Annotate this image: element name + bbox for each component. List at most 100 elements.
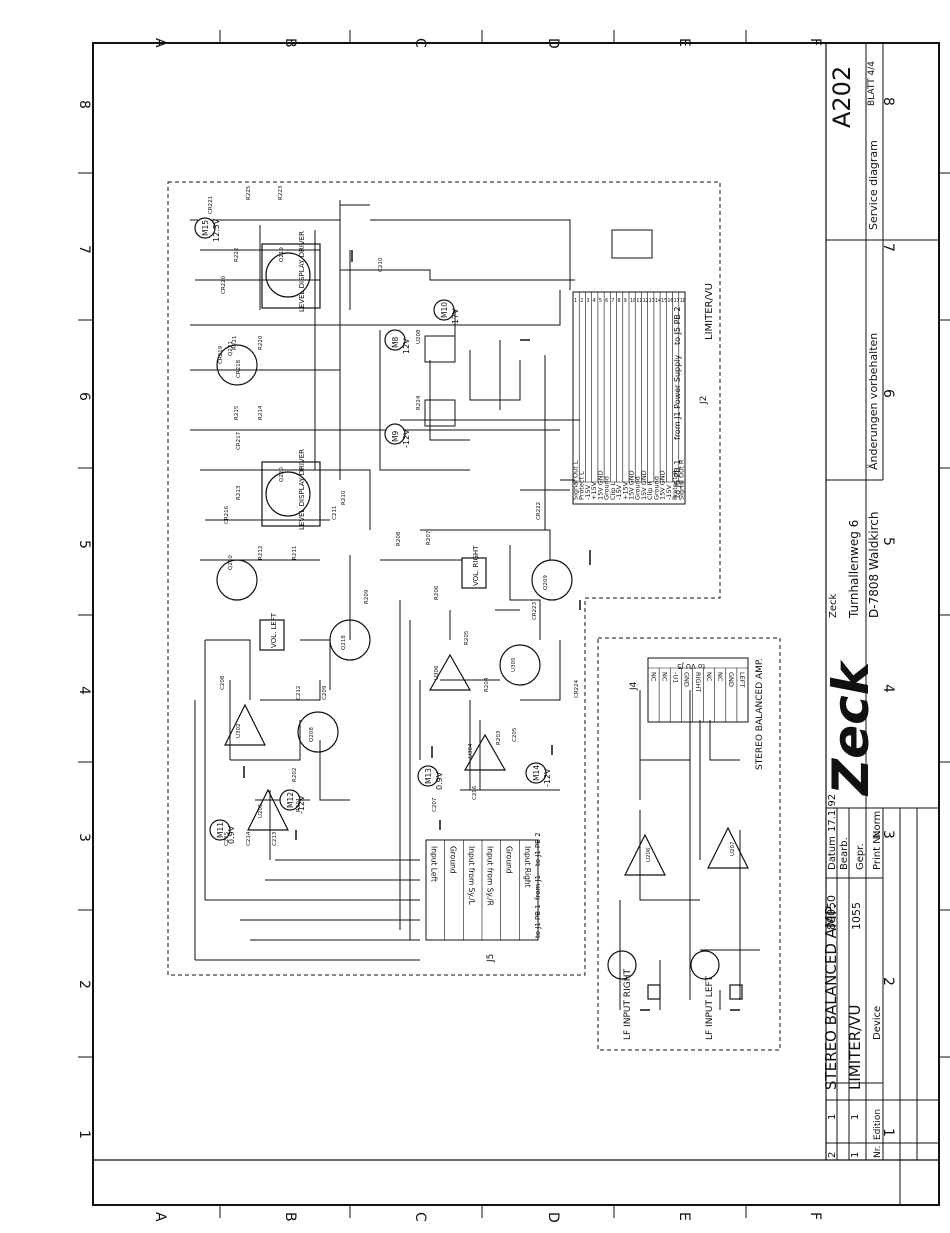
component-designator: U304	[468, 743, 474, 758]
zone-row-6-right: 6	[880, 389, 896, 398]
j2-pin-label: Ground	[603, 476, 611, 500]
j2-pin-number: 2	[580, 298, 583, 304]
component-designator: R209	[364, 589, 370, 604]
level-display-lower-label: LEVEL DISPLAY DRIVER	[298, 449, 306, 530]
component-designator: C209	[322, 685, 328, 700]
component-designator: R224	[416, 395, 422, 410]
zone-col-c-top: C	[412, 38, 428, 48]
j2-pin-label: Signal Out R	[677, 459, 685, 500]
company-city: D-7808 Waldkirch	[867, 512, 881, 618]
level-display-driver-lower: LEVEL DISPLAY DRIVER	[261, 449, 321, 530]
j4-pin-label: NC	[716, 672, 724, 682]
j4-pin-label: RIGHT	[694, 672, 702, 692]
revision-2-nr: 2	[827, 1152, 838, 1158]
zone-col-e-bottom: E	[676, 1212, 692, 1221]
zone-col-f-top: F	[807, 38, 823, 46]
component-designator: C210	[378, 257, 384, 272]
zone-col-e-top: E	[676, 38, 692, 47]
component-designator: C206	[472, 785, 478, 800]
component-designator: U302	[236, 723, 242, 738]
change-remark: Änderungen vorbehalten	[867, 333, 880, 470]
j2-group-power: from J1 Power Supply	[673, 355, 682, 440]
component-designator: R204	[484, 677, 490, 692]
j2-pin-label: Protect L	[578, 471, 586, 500]
zone-col-b-bottom: B	[282, 1212, 298, 1222]
component-designator: CR220	[221, 275, 227, 294]
component-designator: CR222	[536, 502, 542, 520]
j2-pin-number: 1	[574, 298, 577, 304]
j2-pin-number: 5	[599, 298, 602, 304]
j2-pin-label: Protect R	[671, 470, 679, 500]
component-designator: C211	[332, 506, 338, 520]
component-designator: U306	[434, 665, 440, 680]
j2-pin-number: 13	[649, 298, 655, 304]
device-line-2: LIMITER/VU	[846, 1004, 864, 1090]
zone-row-1-right: 1	[880, 1128, 896, 1137]
bearb-label: Bearb.	[839, 837, 850, 870]
zone-row-4-right: 4	[880, 684, 896, 693]
zone-row-5-left: 5	[76, 540, 92, 549]
test-point-id: M13	[424, 768, 433, 784]
component-designator: U205	[258, 803, 264, 818]
component-designator: R220	[258, 335, 264, 350]
zone-row-3-left: 3	[76, 833, 92, 842]
revision-1-edition: 1	[850, 1114, 861, 1120]
j5-pin-rows: Input Left Ground Input from Sy./L Input fr…	[430, 840, 532, 940]
j5-pin-label: Input Left	[430, 846, 439, 882]
j2-pin-number: 7	[611, 298, 614, 304]
component-designator: CR219	[218, 345, 224, 364]
component-designator: U207	[730, 841, 736, 856]
j4-pin-label: LEFT	[738, 672, 746, 687]
j2-pin-number: 16	[667, 298, 673, 304]
j4-pin-label: NC	[705, 672, 713, 682]
component-designator: CR218	[236, 359, 242, 378]
j2-caption: LIMITER/VU	[704, 283, 715, 340]
component-designator: C205	[512, 727, 518, 742]
j2-pin-number: 12	[642, 298, 648, 304]
test-point-id: M14	[532, 765, 541, 781]
j5-pin-label: Input from Sy./R	[486, 846, 495, 906]
zone-tick-marks	[78, 30, 950, 1218]
j4-group: to VU J5	[677, 662, 705, 670]
j2-pin-number: 11	[636, 298, 642, 304]
component-designator: C208	[220, 675, 226, 690]
regulator-blocks	[424, 229, 653, 427]
test-point-voltage: 0.9V	[435, 771, 444, 790]
company-logo: Zeck	[822, 659, 880, 797]
revision-1-nr: 1	[850, 1152, 861, 1158]
zone-col-b-top: B	[282, 38, 298, 48]
component-designator: C213	[272, 831, 278, 846]
j2-pin-number: 18	[680, 298, 686, 304]
j4-pin-label: GND	[727, 672, 735, 687]
zone-row-5-right: 5	[880, 537, 896, 546]
title-block	[826, 43, 939, 1205]
test-point-voltage: 0.9V	[227, 825, 236, 844]
board-outline	[167, 181, 781, 1051]
component-designator: R223	[278, 185, 284, 200]
component-designator: C207	[432, 797, 438, 812]
component-labels: Q219Q221Q220Q210Q218Q208Q209U305U306U304…	[208, 185, 736, 862]
level-display-driver-upper: LEVEL DISPLAY DRIVER	[261, 231, 321, 312]
test-point-id: M12	[286, 792, 295, 808]
component-designator: Q218	[341, 635, 347, 650]
test-point-voltage: 12V	[402, 338, 411, 354]
j4-pin-label: -U1	[672, 672, 680, 683]
j2-pin-number: 17	[674, 298, 680, 304]
test-point-marker	[384, 423, 406, 445]
component-designator: C214	[246, 831, 252, 846]
j2-pin-label: +15V	[590, 481, 598, 500]
j5-pin-label: Ground	[504, 846, 513, 874]
component-designator: C215	[224, 831, 230, 846]
nr-label: Nr.	[873, 1146, 883, 1158]
test-point-voltage: 12.5V	[212, 218, 221, 242]
j4-body	[647, 657, 749, 723]
sheet-number: BLATT 4/4	[867, 61, 877, 106]
j5-pin-label: Input from Sy./L	[467, 846, 476, 906]
test-point-id: M11	[216, 822, 225, 838]
vol-right-box: VOL. RIGHT	[461, 545, 487, 589]
component-designator: R207	[426, 530, 432, 545]
component-designator: Q210	[228, 555, 234, 570]
